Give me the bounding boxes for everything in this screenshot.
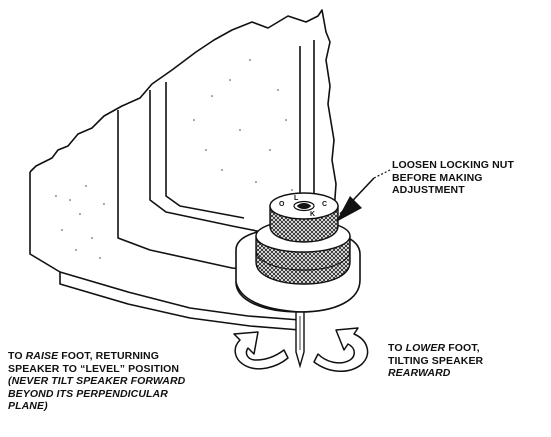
raise-line-1-prefix: TO xyxy=(8,350,26,362)
raise-rotation-arrow xyxy=(233,331,289,370)
nut-letter-k: K xyxy=(310,211,315,218)
lower-line-3: REARWARD xyxy=(388,367,451,379)
loosen-nut-callout: LOOSEN LOCKING NUT BEFORE MAKING ADJUSTM… xyxy=(392,159,514,197)
raise-line-5: PLANE) xyxy=(8,400,48,412)
raise-emphasis: RAISE xyxy=(25,350,59,362)
lower-line-2: TILTING SPEAKER xyxy=(388,354,484,367)
lower-foot-callout: TO LOWER FOOT, TILTING SPEAKER REARWARD xyxy=(388,342,483,380)
lower-line-1-suffix: FOOT, xyxy=(445,342,480,354)
adjustment-knob xyxy=(269,192,339,243)
speaker-cabinet xyxy=(29,9,339,331)
raise-line-1-suffix: FOOT, RETURNING xyxy=(58,350,159,362)
loosen-line-1: LOOSEN LOCKING NUT xyxy=(392,159,514,171)
shading-dots xyxy=(55,59,293,259)
nut-letter-o: O xyxy=(279,201,285,208)
spike-foot xyxy=(295,311,305,369)
callout-arrow xyxy=(336,169,391,222)
loosen-line-2: BEFORE MAKING xyxy=(392,171,483,184)
lower-line-1-prefix: TO xyxy=(388,342,406,354)
raise-line-4: BEYOND ITS PERPENDICULAR xyxy=(8,387,168,400)
raise-line-2: SPEAKER TO “LEVEL” POSITION xyxy=(8,362,180,375)
nut-letter-l: L xyxy=(294,195,299,202)
lower-emphasis: LOWER xyxy=(405,342,446,354)
raise-line-1: TO RAISE FOOT, RETURNING xyxy=(8,350,185,363)
lower-rotation-arrow xyxy=(313,327,369,372)
lower-line-1: TO LOWER FOOT, xyxy=(388,342,483,355)
raise-line-3: (NEVER TILT SPEAKER FORWARD xyxy=(8,375,186,387)
raise-foot-callout: TO RAISE FOOT, RETURNING SPEAKER TO “LEV… xyxy=(8,350,185,413)
loosen-line-3: ADJUSTMENT xyxy=(392,184,465,196)
nut-letter-c: C xyxy=(322,201,327,208)
